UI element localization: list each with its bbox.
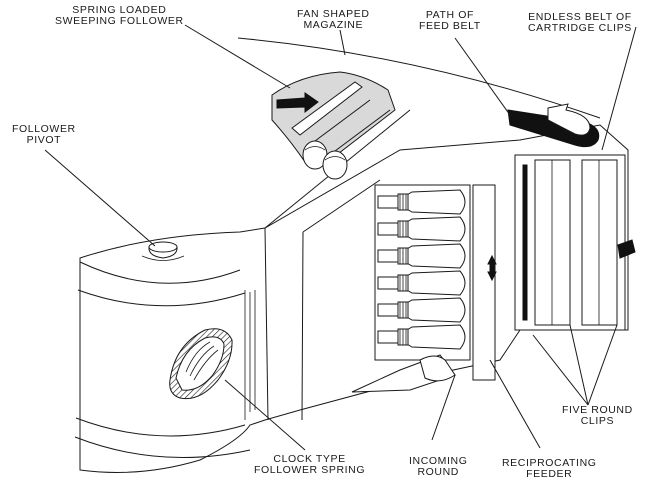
label-reciprocating-feeder: RECIPROCATING FEEDER <box>502 458 597 480</box>
label-five-round-clips: FIVE ROUND CLIPS <box>562 405 633 427</box>
label-line: INCOMING <box>409 455 468 467</box>
label-endless-belt: ENDLESS BELT OF CARTRIDGE CLIPS <box>528 12 632 34</box>
label-follower-pivot: FOLLOWER PIVOT <box>12 124 76 146</box>
magazine-top-edge <box>237 37 601 119</box>
label-line: FEED BELT <box>419 20 481 32</box>
label-line: MAGAZINE <box>303 19 364 31</box>
cartridge-round <box>377 189 466 215</box>
clip-drum <box>514 154 636 331</box>
label-line: PIVOT <box>26 134 62 146</box>
cartridge-round <box>377 243 466 269</box>
label-clock-spring: CLOCK TYPE FOLLOWER SPRING <box>254 454 365 476</box>
label-line: CLOCK TYPE <box>273 453 346 465</box>
label-spring-loaded-follower: SPRING LOADED SWEEPING FOLLOWER <box>55 5 184 27</box>
label-line: FEEDER <box>526 468 573 480</box>
clip-2 <box>581 159 618 326</box>
follower-cutaway <box>271 71 396 180</box>
cartridge-round <box>377 216 466 242</box>
label-line: SWEEPING FOLLOWER <box>55 15 184 27</box>
label-line: ROUND <box>417 466 459 478</box>
reciprocating-feeder <box>472 184 496 381</box>
clip-1 <box>534 159 571 326</box>
label-line: PATH OF <box>425 9 474 21</box>
label-line: RECIPROCATING <box>502 457 597 469</box>
label-line: FIVE ROUND <box>562 404 633 416</box>
cartridge-round <box>377 270 466 296</box>
label-fan-magazine: FAN SHAPED MAGAZINE <box>297 9 370 31</box>
belt-loop <box>617 239 636 259</box>
label-line: CLIPS <box>580 415 615 427</box>
cartridge-stack <box>351 184 497 393</box>
label-incoming-round: INCOMING ROUND <box>409 456 467 478</box>
label-feed-belt-path: PATH OF FEED BELT <box>419 10 481 32</box>
cartridge-round <box>377 297 466 323</box>
label-line: SPRING LOADED <box>72 4 167 16</box>
cartridge-round <box>377 324 466 350</box>
follower-pivot <box>141 241 185 261</box>
label-line: ENDLESS BELT OF <box>528 11 632 23</box>
label-line: CARTRIDGE CLIPS <box>528 22 632 34</box>
label-line: FOLLOWER <box>12 123 76 135</box>
feed-belt-path <box>507 103 600 148</box>
leader-lines <box>44 24 637 451</box>
clock-spring-cutaway <box>169 328 233 400</box>
label-line: FOLLOWER SPRING <box>254 464 366 476</box>
label-line: FAN SHAPED <box>297 8 370 20</box>
double-arrow-icon <box>487 254 497 282</box>
